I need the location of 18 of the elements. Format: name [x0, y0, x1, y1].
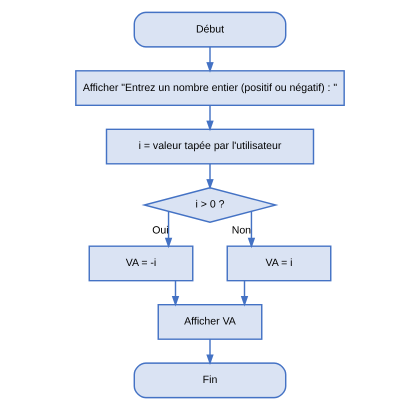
edge-label: Oui: [152, 224, 169, 237]
arrow: [206, 106, 214, 132]
arrow: [248, 212, 256, 248]
arrow: [206, 47, 214, 73]
arrow: [206, 339, 214, 366]
node-box: Afficher "Entrez un nombre entier (positif ou négatif) : ": [75, 70, 345, 106]
arrow: [172, 281, 180, 307]
node-box: VA = -i: [88, 246, 194, 282]
edge-label: Non: [232, 224, 252, 237]
node-box: Afficher VA: [158, 304, 262, 340]
node-box: Fin: [134, 362, 286, 398]
node-box: Début: [134, 12, 286, 48]
node-box: i = valeur tapée par l'utilisateur: [106, 128, 314, 164]
arrow: [240, 281, 248, 307]
arrow: [164, 212, 172, 248]
arrow: [206, 164, 214, 190]
node-diamond: i > 0 ?: [142, 187, 278, 223]
node-box: VA = i: [226, 246, 332, 282]
